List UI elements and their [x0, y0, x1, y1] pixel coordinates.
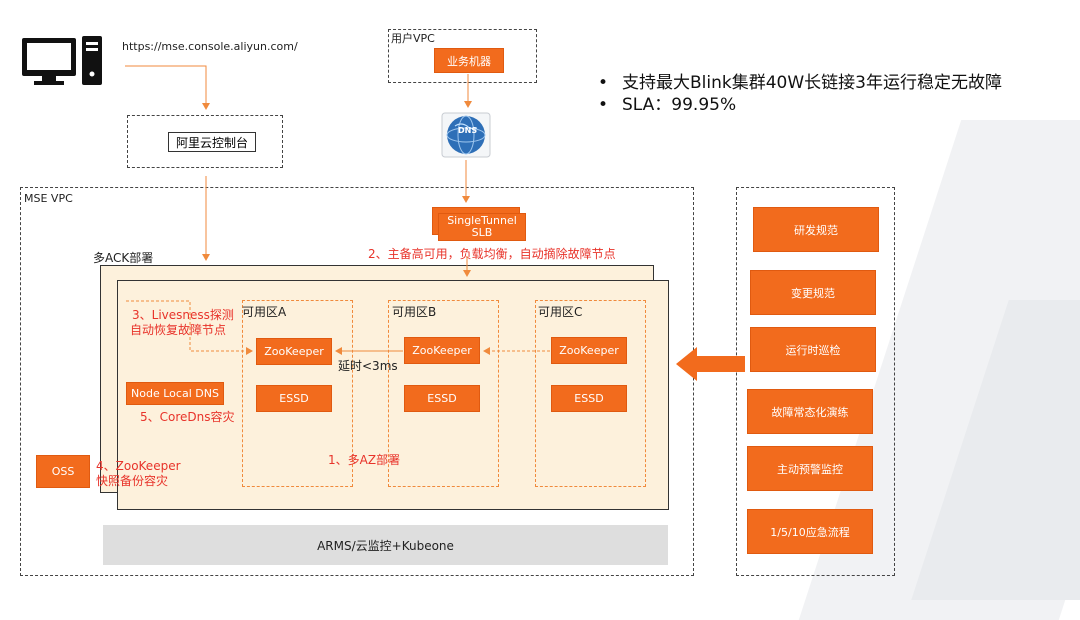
bullet-dot: • — [598, 73, 609, 93]
user-vpc-container — [388, 29, 537, 83]
line-url-console — [125, 65, 210, 110]
process-item-fault-drill: 故障常态化演练 — [747, 389, 873, 434]
zookeeper-b-box: ZooKeeper — [404, 337, 480, 364]
note-2: 2、主备高可用，负载均衡，自动摘除故障节点 — [368, 247, 616, 261]
monitor-label: ARMS/云监控+Kubeone — [317, 538, 454, 553]
bullet-item: • SLA：99.95% — [598, 94, 1002, 116]
console-container — [127, 115, 283, 168]
process-item-runtime-inspection: 运行时巡检 — [750, 327, 876, 372]
latency-label: 延时<3ms — [338, 359, 398, 373]
essd-a-box: ESSD — [256, 385, 332, 412]
zone-a-container — [242, 300, 353, 487]
slb-box: SingleTunnel SLB — [438, 213, 526, 241]
line-liveness — [126, 300, 253, 355]
computer-icon — [22, 36, 102, 85]
zone-c-title: 可用区C — [538, 305, 583, 319]
essd-c-box: ESSD — [551, 385, 627, 412]
zone-c-container — [535, 300, 646, 487]
console-url: https://mse.console.aliyun.com/ — [122, 40, 298, 53]
bullet-text: SLA：99.95% — [622, 95, 737, 115]
note-3b: 自动恢复故障节点 — [130, 323, 227, 337]
note-5: 5、CoreDns容灾 — [140, 410, 235, 424]
bullet-item: • 支持最大Blink集群40W长链接3年运行稳定无故障 — [598, 72, 1002, 94]
oss-box: OSS — [36, 455, 90, 488]
slb-name: SingleTunnel — [447, 214, 517, 227]
process-item-proactive-alert: 主动预警监控 — [747, 446, 873, 491]
essd-b-box: ESSD — [404, 385, 480, 412]
dns-label: DNS — [458, 126, 478, 135]
note-3a: 3、Livesness探测 — [132, 308, 234, 322]
note-4a: 4、ZooKeeper — [96, 459, 181, 473]
zone-b-container — [388, 300, 499, 487]
zookeeper-a-box: ZooKeeper — [256, 338, 332, 365]
mse-vpc-container — [20, 187, 694, 576]
user-vpc-label: 用户VPC — [391, 32, 435, 45]
note-1: 1、多AZ部署 — [328, 453, 401, 467]
zone-b-title: 可用区B — [392, 305, 437, 319]
process-item-emergency-flow: 1/5/10应急流程 — [747, 509, 873, 554]
note-4b: 快照备份容灾 — [96, 474, 169, 488]
dns-globe-icon — [441, 112, 491, 158]
zookeeper-c-box: ZooKeeper — [551, 337, 627, 364]
process-arrow-icon — [676, 347, 745, 381]
process-item-change-standard: 变更规范 — [750, 270, 876, 315]
biz-machine-box: 业务机器 — [434, 48, 504, 73]
process-item-dev-standard: 研发规范 — [753, 207, 879, 252]
connector-lines — [125, 65, 745, 381]
slb-sub: SLB — [471, 226, 493, 239]
process-container — [736, 187, 895, 576]
bullet-text: 支持最大Blink集群40W长链接3年运行稳定无故障 — [622, 73, 1002, 93]
ack-label: 多ACK部署 — [93, 251, 154, 265]
zone-a-title: 可用区A — [242, 305, 287, 319]
bullet-list: • 支持最大Blink集群40W长链接3年运行稳定无故障 • SLA：99.95… — [598, 72, 1002, 116]
console-label: 阿里云控制台 — [168, 132, 256, 152]
node-local-dns-box: Node Local DNS — [126, 382, 224, 405]
mse-vpc-label: MSE VPC — [24, 192, 73, 205]
bullet-dot: • — [598, 95, 609, 115]
monitor-bar: ARMS/云监控+Kubeone — [103, 525, 668, 565]
